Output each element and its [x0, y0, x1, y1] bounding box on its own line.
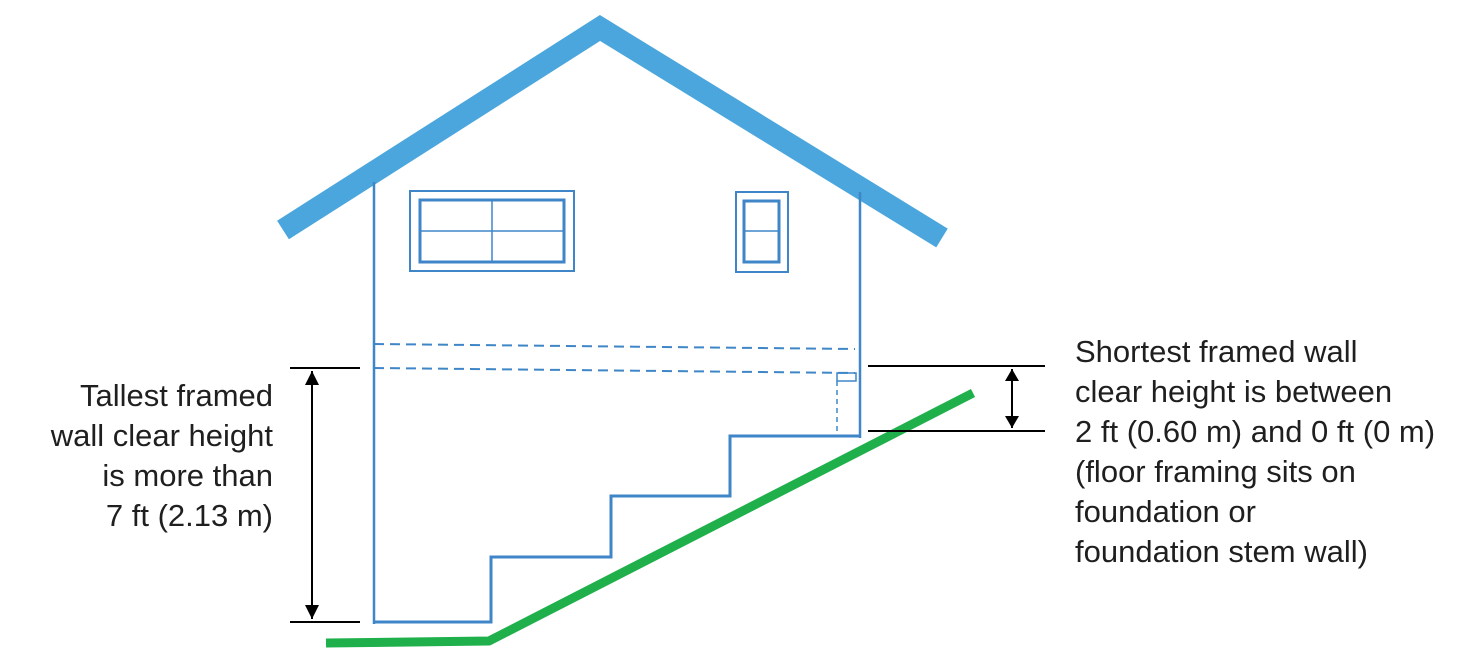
tallest-wall-label-line: is more than	[102, 458, 273, 493]
tallest-dimension	[290, 367, 360, 623]
tallest-wall-label-line: wall clear height	[50, 418, 273, 453]
short-wall-detail	[836, 372, 857, 436]
floor-framing-bottom	[373, 367, 856, 374]
ground-line	[325, 388, 976, 648]
tallest-wall-label-line: 7 ft (2.13 m)	[105, 498, 273, 533]
large-window	[409, 190, 575, 272]
tallest-wall-label-line: Tallest framed	[80, 378, 273, 413]
floor-framing-top	[373, 343, 856, 350]
shortest-wall-label: Shortest framed wall clear height is bet…	[1075, 332, 1435, 572]
stepped-foundation	[374, 434, 860, 624]
shortest-wall-label-line: (floor framing sits on	[1075, 454, 1356, 489]
shortest-dimension	[868, 365, 1045, 432]
shortest-wall-label-line: 2 ft (0.60 m) and 0 ft (0 m)	[1075, 414, 1436, 449]
shortest-wall-label-line: foundation stem wall)	[1075, 534, 1368, 569]
shortest-wall-label-line: foundation or	[1075, 494, 1256, 529]
roof	[277, 15, 948, 248]
shortest-wall-label-line: clear height is between	[1075, 374, 1393, 409]
tallest-wall-label: Tallest framed wall clear height is more…	[51, 376, 273, 536]
small-window	[735, 191, 789, 273]
shortest-wall-label-line: Shortest framed wall	[1075, 334, 1358, 369]
